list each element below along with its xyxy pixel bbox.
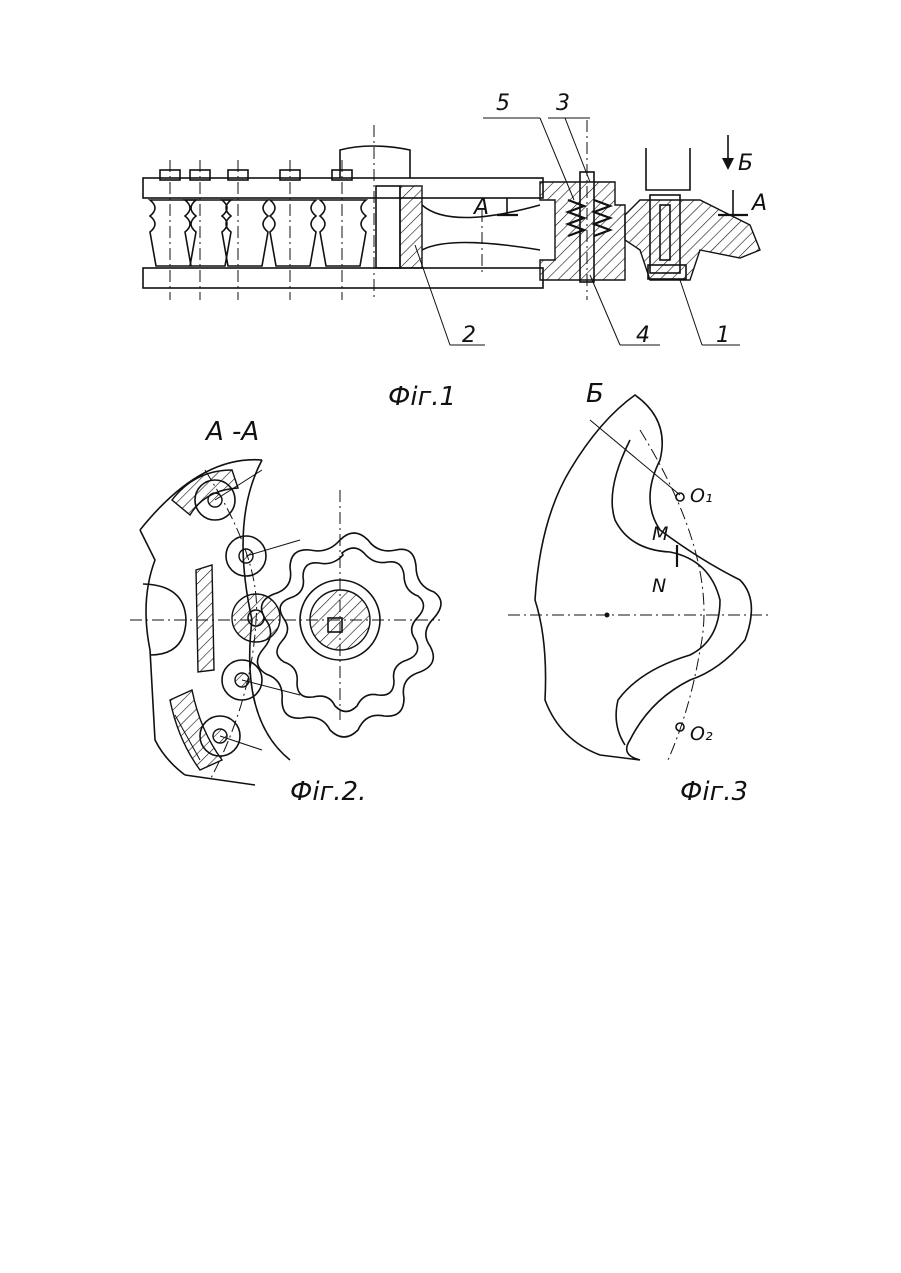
fig2-wheel-left xyxy=(140,530,185,775)
fig3-caption: Фiг.3 xyxy=(680,777,748,807)
fig1-sprocket-1 xyxy=(625,200,760,280)
fig2-hatch-bottom xyxy=(170,690,222,770)
fig3-ray-o1 xyxy=(590,420,680,495)
fig3-label-o1: O₁ xyxy=(690,485,713,507)
fig1-callout-5: 5 xyxy=(496,91,510,116)
fig3-label-m: M xyxy=(652,523,668,545)
fig1-caption: Фiг.1 xyxy=(388,382,456,412)
fig2-hatch-side xyxy=(196,565,214,672)
fig3-point-o1 xyxy=(676,493,684,501)
fig1-upper-shaft xyxy=(340,146,410,178)
fig1-channel-bottom xyxy=(422,243,540,251)
fig3-label-n: N xyxy=(652,575,666,597)
figure-2: A -A xyxy=(130,417,441,807)
fig2-section-title: A -A xyxy=(204,417,259,447)
fig1-shaft-upper xyxy=(646,148,690,190)
fig3-tooth-outline xyxy=(535,395,751,760)
figure-3: Б O₁ M N O₂ Фiг.3 xyxy=(508,379,770,807)
fig1-bottom-plate xyxy=(143,268,543,288)
fig3-view-title: Б xyxy=(586,379,604,409)
fig1-section-a-left: A xyxy=(472,195,489,220)
fig1-view-b-label: Б xyxy=(738,151,753,176)
fig3-center-point xyxy=(605,613,610,618)
fig2-caption: Фiг.2. xyxy=(290,777,366,807)
figure-1: 5 3 2 4 1 A A Б Фiг.1 xyxy=(143,91,767,412)
fig1-callout-3: 3 xyxy=(556,91,570,116)
fig1-callout-1: 1 xyxy=(716,323,730,348)
fig2-hatch-top xyxy=(172,470,238,515)
fig1-section-a-right: A xyxy=(750,191,767,216)
fig1-callout-4: 4 xyxy=(636,323,650,348)
fig1-callout-2: 2 xyxy=(462,323,476,348)
fig3-label-o2: O₂ xyxy=(690,723,713,745)
fig1-roller-row xyxy=(150,200,366,266)
